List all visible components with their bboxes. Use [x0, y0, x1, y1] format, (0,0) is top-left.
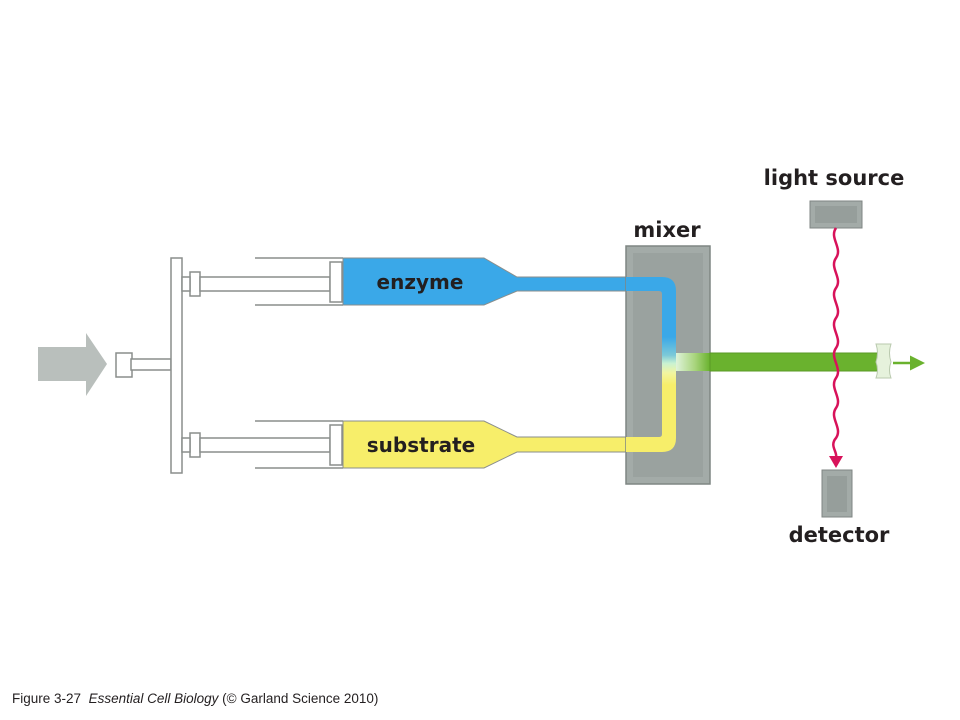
- tube-end-cap: [875, 343, 892, 379]
- lower-plunger-head: [189, 432, 201, 458]
- detector-label: detector: [789, 523, 890, 547]
- substrate-channel: [626, 372, 676, 452]
- figure-number: Figure 3-27: [12, 691, 82, 706]
- plunger-crossbar: [170, 257, 183, 474]
- enzyme-label: enzyme: [377, 270, 464, 294]
- light-source-label: light source: [764, 166, 905, 190]
- detector-box: [821, 469, 853, 518]
- plunger-handle-knob: [115, 352, 133, 378]
- mixed-outlet-tube: [709, 352, 879, 372]
- lower-plunger-rod: [181, 437, 191, 453]
- light-wave: [832, 227, 840, 459]
- book-title: Essential Cell Biology: [88, 691, 219, 706]
- push-arrow: [38, 333, 107, 396]
- enzyme-channel: [626, 277, 676, 352]
- mixing-zone: [662, 337, 676, 385]
- figure-caption: Figure 3-27 Essential Cell Biology (© Ga…: [12, 691, 378, 706]
- mixer-label: mixer: [633, 218, 701, 242]
- plunger-stem: [130, 358, 172, 371]
- upper-plunger-head: [189, 271, 201, 297]
- plunger-assembly: [115, 257, 331, 474]
- light-source-box: [809, 200, 863, 229]
- substrate-label: substrate: [367, 433, 475, 457]
- upper-plunger-rod: [181, 276, 191, 292]
- mixed-outlet-gradient: [676, 353, 710, 371]
- syringe-barrels: [255, 257, 343, 469]
- lower-plunger-shaft: [199, 437, 331, 453]
- copyright-credit: (© Garland Science 2010): [222, 691, 379, 706]
- upper-plunger-shaft: [199, 276, 331, 292]
- light-wave-arrowhead: [829, 456, 843, 468]
